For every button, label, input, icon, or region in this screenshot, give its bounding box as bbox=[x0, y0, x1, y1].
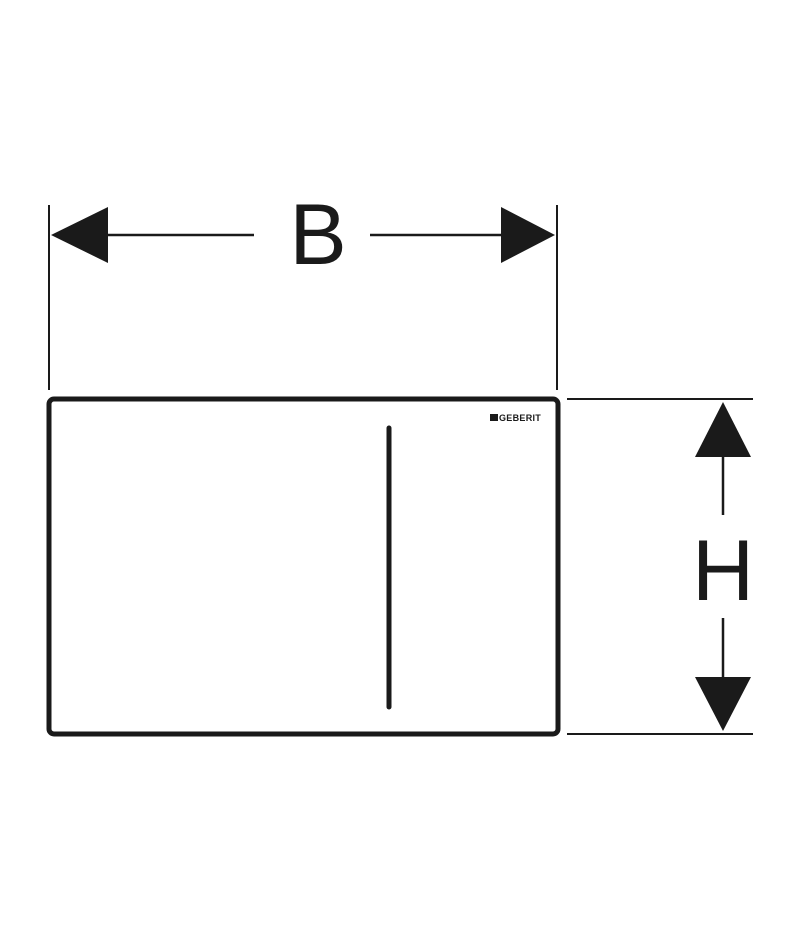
width-arrowhead-left bbox=[51, 207, 108, 263]
height-dimension: H bbox=[567, 398, 754, 735]
geberit-logo: GEBERIT bbox=[490, 413, 541, 423]
width-dimension: B bbox=[48, 187, 558, 390]
height-arrowhead-bottom bbox=[695, 677, 751, 731]
width-arrowhead-right bbox=[501, 207, 555, 263]
geberit-logo-text: GEBERIT bbox=[499, 413, 541, 423]
width-label: B bbox=[289, 187, 346, 283]
geberit-logo-mark bbox=[490, 414, 498, 421]
height-arrowhead-top bbox=[695, 402, 751, 457]
height-label: H bbox=[692, 523, 754, 619]
flush-plate-outline bbox=[46, 396, 561, 737]
flush-plate: GEBERIT bbox=[46, 396, 561, 737]
